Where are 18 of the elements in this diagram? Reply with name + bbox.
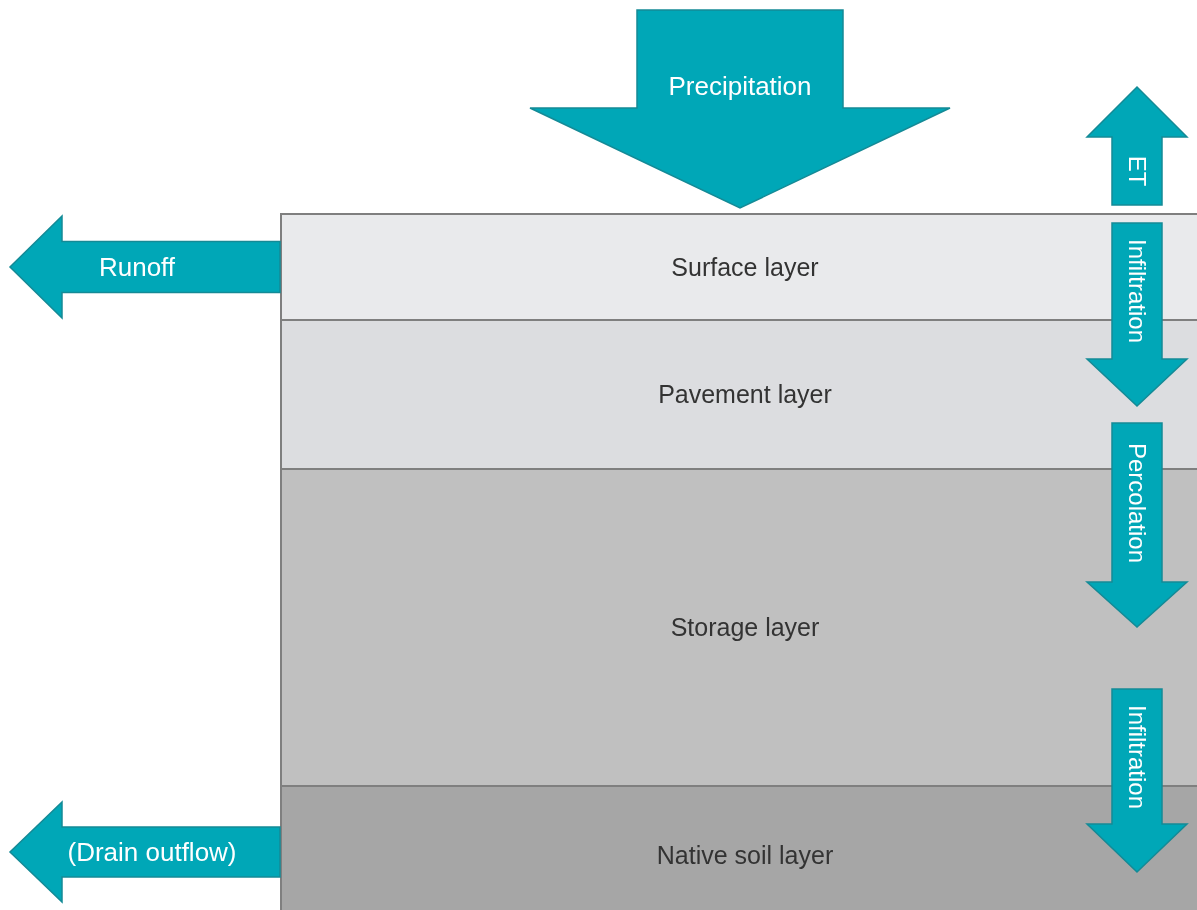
edge-label: ET — [1123, 155, 1151, 187]
edge-label: (Drain outflow) — [67, 837, 237, 867]
block-arrow — [1085, 422, 1189, 628]
edge-label: Runoff — [98, 252, 176, 282]
block-arrow — [1085, 222, 1189, 408]
layer-label: Native soil layer — [656, 840, 834, 870]
edge-label: Infiltration — [1123, 704, 1151, 809]
block-arrow — [8, 800, 281, 904]
edge-label: Infiltration — [1123, 238, 1151, 344]
block-arrow — [1085, 688, 1189, 874]
layer-label: Storage layer — [670, 613, 820, 642]
edge-label: Precipitation — [668, 71, 812, 101]
block-arrow — [1085, 85, 1189, 206]
layer-label: Pavement layer — [658, 380, 832, 409]
block-arrow — [8, 214, 281, 320]
block-arrow — [529, 9, 951, 209]
layer-label: Surface layer — [671, 252, 819, 282]
edge-label: Percolation — [1123, 442, 1151, 563]
